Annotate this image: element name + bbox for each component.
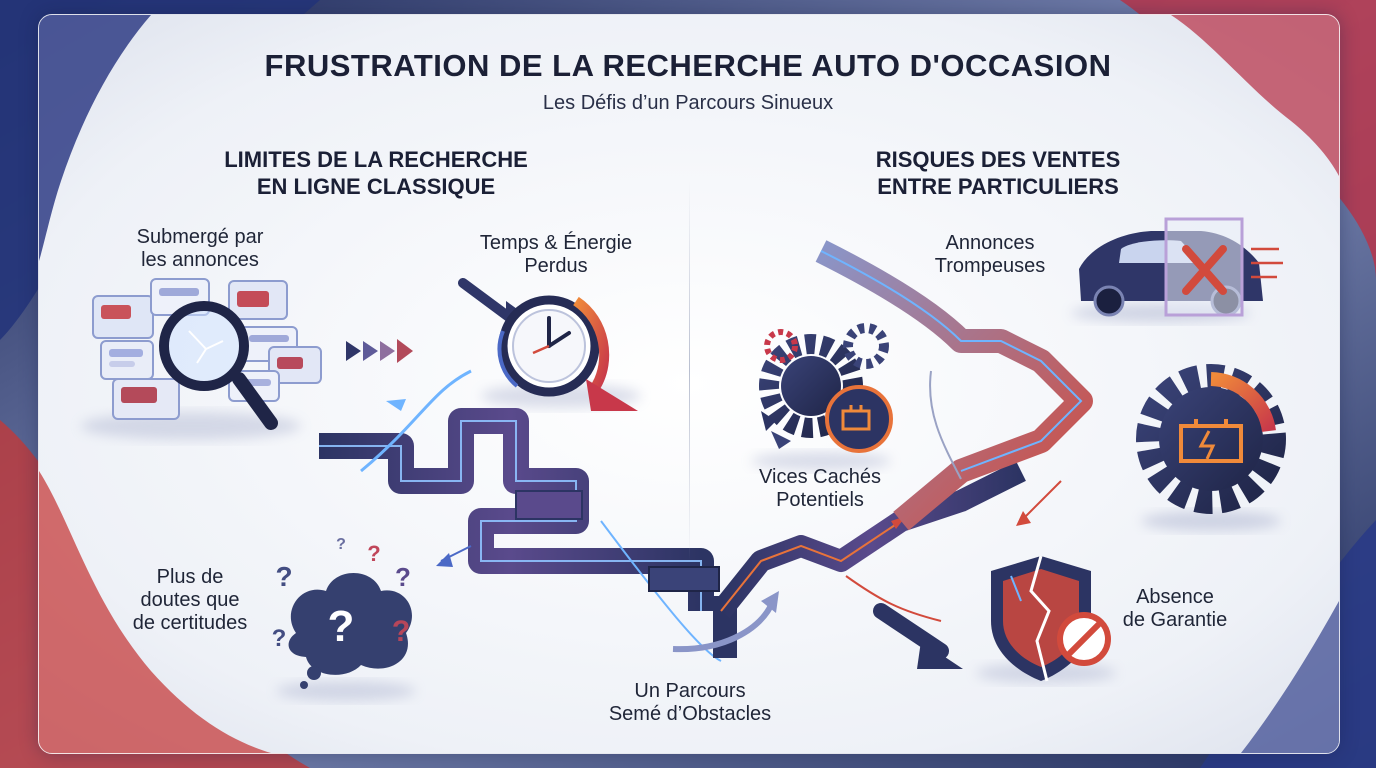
- item-doutes-line-2: doutes que: [140, 589, 240, 611]
- center-line-1: Un Parcours: [634, 680, 746, 702]
- item-submerge-line-2: les annonces: [141, 249, 259, 271]
- item-submerge-label: Submergé par les annonces: [100, 226, 300, 272]
- winding-path-arrows: [319, 369, 1026, 662]
- item-submerge-line-1: Submergé par: [136, 226, 264, 248]
- right-heading-line-1: RISQUES DES VENTES: [875, 147, 1121, 172]
- car-with-x-icon: [1071, 217, 1283, 322]
- right-winding-path: [815, 240, 1093, 669]
- center-line-2: Semé d’Obstacles: [608, 703, 772, 725]
- item-garantie-line-1: Absence: [1136, 586, 1214, 608]
- item-annonces-line-1: Annonces: [945, 232, 1035, 254]
- item-temps-line-2: Perdus: [524, 255, 588, 277]
- svg-text:?: ?: [275, 561, 292, 592]
- magnifier-over-listings-icon: [81, 278, 322, 440]
- left-heading-line-2: EN LIGNE CLASSIQUE: [256, 174, 496, 199]
- svg-text:?: ?: [367, 541, 380, 566]
- item-doutes-line-1: Plus de: [156, 566, 224, 588]
- svg-text:?: ?: [392, 615, 410, 648]
- left-heading-line-1: LIMITES DE LA RECHERCHE: [224, 147, 528, 172]
- broken-shield-icon: [976, 555, 1116, 683]
- center-label: Un Parcours Semé d’Obstacles: [590, 680, 790, 726]
- item-vices-label: Vices Cachés Potentiels: [720, 466, 920, 512]
- item-temps-label: Temps & Énergie Perdus: [456, 232, 656, 278]
- clock-icon: [458, 278, 641, 411]
- item-vices-line-2: Potentiels: [776, 489, 864, 511]
- item-temps-line-1: Temps & Énergie: [479, 232, 633, 254]
- item-garantie-label: Absence de Garantie: [1090, 586, 1260, 632]
- infographic-panel: ? ? ? ? ? ? ?: [38, 14, 1340, 754]
- broken-gears-engine-icon: [751, 323, 893, 470]
- left-section-heading: LIMITES DE LA RECHERCHE EN LIGNE CLASSIQ…: [176, 146, 576, 200]
- item-doutes-line-3: de certitudes: [132, 612, 248, 634]
- right-section-heading: RISQUES DES VENTES ENTRE PARTICULIERS: [798, 146, 1198, 200]
- panel-art: ? ? ? ? ? ? ?: [39, 15, 1339, 753]
- svg-text:?: ?: [328, 602, 355, 651]
- section-divider: [689, 181, 690, 561]
- page-subtitle: Les Défis d’un Parcours Sinueux: [542, 92, 834, 114]
- right-heading-line-2: ENTRE PARTICULIERS: [877, 174, 1119, 199]
- svg-text:?: ?: [272, 625, 287, 652]
- svg-text:?: ?: [336, 536, 346, 553]
- svg-text:?: ?: [395, 562, 411, 592]
- item-garantie-line-2: de Garantie: [1122, 609, 1228, 631]
- item-doutes-label: Plus de doutes que de certitudes: [105, 566, 275, 635]
- item-annonces-label: Annonces Trompeuses: [890, 232, 1090, 278]
- chevrons-icon: [346, 339, 413, 363]
- question-cloud-icon: ? ? ? ? ? ? ?: [272, 536, 416, 701]
- page-title: FRUSTRATION DE LA RECHERCHE AUTO D'OCCAS…: [264, 48, 1112, 83]
- item-vices-line-1: Vices Cachés: [759, 466, 881, 488]
- item-annonces-line-2: Trompeuses: [934, 255, 1046, 277]
- engine-warning-gear-icon: [1136, 364, 1286, 531]
